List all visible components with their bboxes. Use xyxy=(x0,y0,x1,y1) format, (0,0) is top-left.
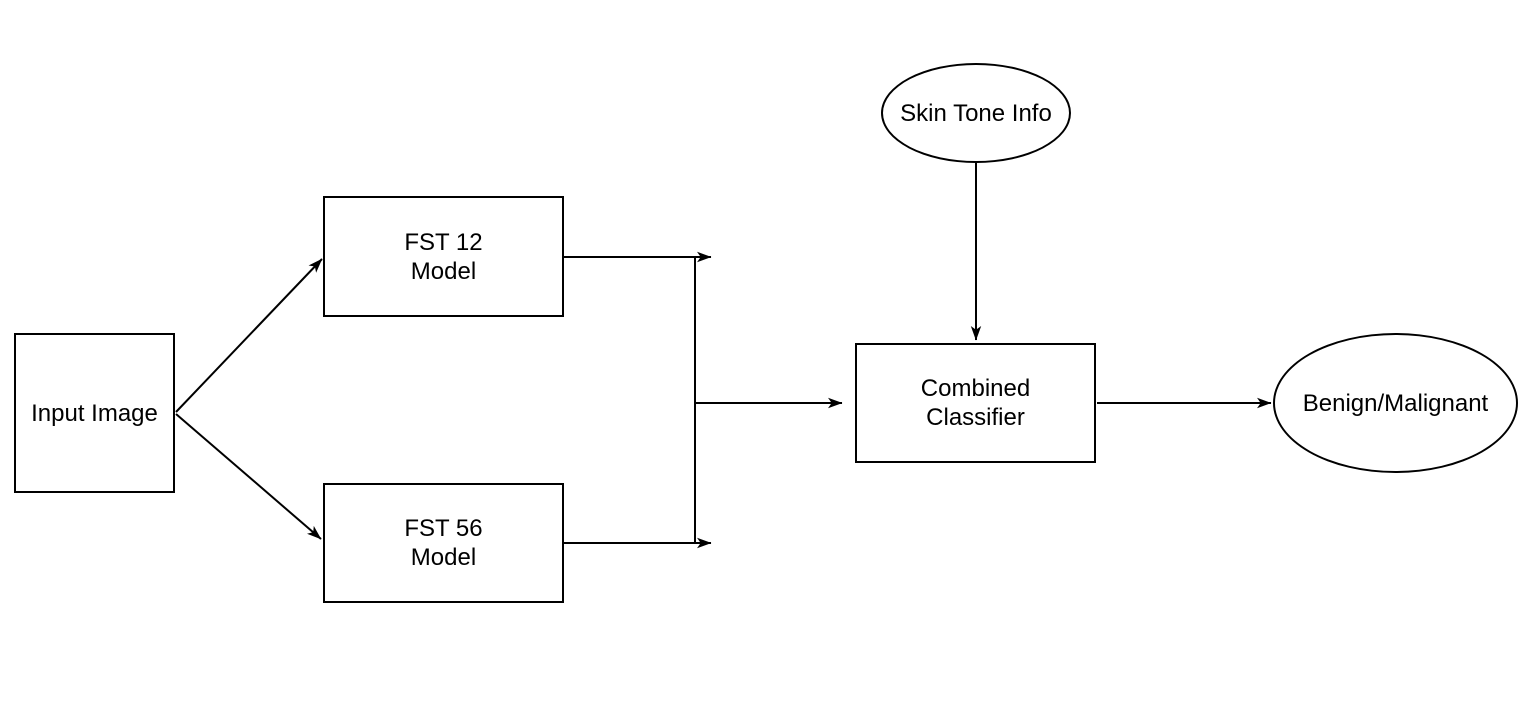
node-benign-malignant: Benign/Malignant xyxy=(1273,333,1518,473)
node-input-image-label: Input Image xyxy=(31,399,158,427)
node-benign-malignant-label: Benign/Malignant xyxy=(1302,389,1489,417)
edge-input-image-to-fst56-model xyxy=(175,413,322,540)
edge-input-image-to-fst12-model xyxy=(175,258,323,413)
node-fst12-model: FST 12 Model xyxy=(323,196,564,317)
node-fst12-model-label: FST 12 Model xyxy=(404,228,483,285)
node-fst56-model: FST 56 Model xyxy=(323,483,564,603)
node-combined-classifier-label: Combined Classifier xyxy=(920,375,1031,431)
node-fst56-model-label: FST 56 Model xyxy=(404,515,483,571)
node-combined-classifier: Combined Classifier xyxy=(855,343,1096,463)
node-input-image: Input Image xyxy=(14,333,175,493)
node-skin-tone-info-label: Skin Tone Info xyxy=(900,99,1052,127)
node-skin-tone-info: Skin Tone Info xyxy=(881,63,1071,163)
